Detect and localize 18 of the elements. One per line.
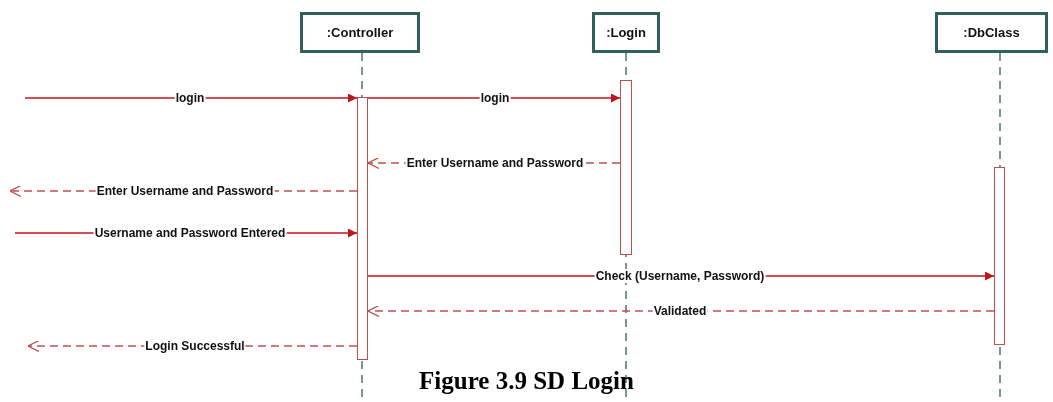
- message-label: Login Successful: [144, 339, 246, 353]
- message-label: Validated: [652, 304, 708, 318]
- message-label: login: [174, 91, 206, 105]
- activation-bar: [357, 97, 368, 360]
- message-label: login: [479, 91, 511, 105]
- message-arrow: [367, 304, 995, 318]
- figure-caption: Figure 3.9 SD Login: [418, 367, 635, 395]
- message-label: Enter Username and Password: [95, 184, 275, 198]
- message-arrow: [367, 93, 621, 103]
- participant-box: :DbClass: [935, 12, 1048, 53]
- message-label: Check (Username, Password): [594, 269, 766, 283]
- message-label: Enter Username and Password: [405, 156, 585, 170]
- activation-bar: [994, 167, 1005, 345]
- activation-bar: [620, 80, 632, 255]
- participant-box: :Login: [592, 12, 660, 53]
- participant-box: :Controller: [300, 12, 420, 53]
- message-arrow: [24, 93, 358, 103]
- message-label: Username and Password Entered: [93, 226, 287, 240]
